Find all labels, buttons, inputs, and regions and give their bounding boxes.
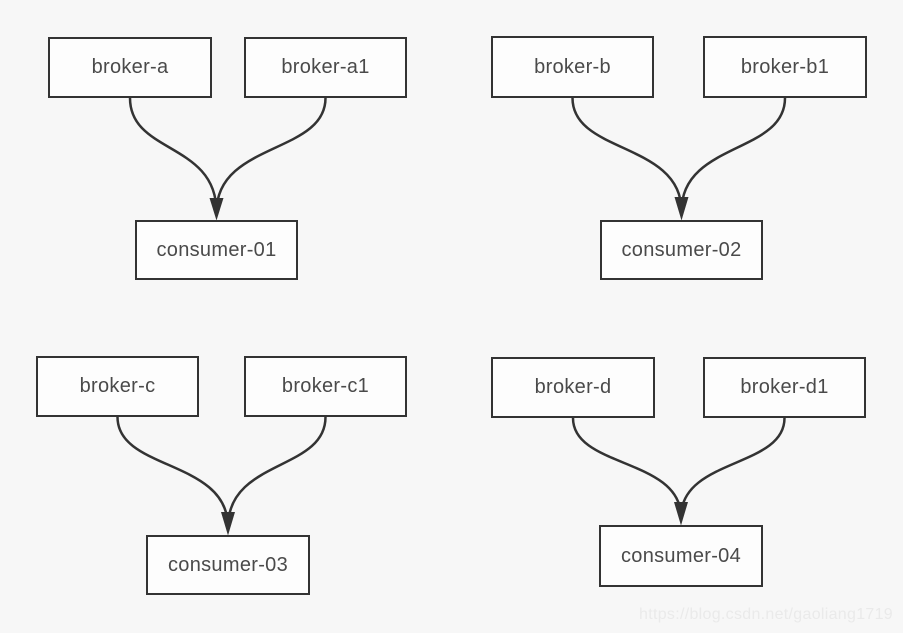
node-broker-d[interactable]: broker-d bbox=[491, 357, 655, 418]
node-broker-c[interactable]: broker-c bbox=[36, 356, 199, 417]
edge-broker-a-to-consumer-01 bbox=[128, 96, 218, 214]
node-label: broker-d1 bbox=[740, 376, 829, 398]
node-label: broker-c1 bbox=[281, 375, 370, 397]
node-broker-c1[interactable]: broker-c1 bbox=[244, 356, 407, 417]
node-label: broker-c bbox=[79, 375, 156, 397]
node-label: broker-b bbox=[534, 55, 611, 78]
node-broker-a1[interactable]: broker-a1 bbox=[244, 37, 407, 98]
edge-broker-c-to-consumer-03 bbox=[116, 415, 230, 529]
node-consumer-02[interactable]: consumer-02 bbox=[600, 220, 763, 280]
node-broker-b1[interactable]: broker-b1 bbox=[703, 36, 867, 98]
watermark: https://blog.csdn.net/gaoliang1719 bbox=[639, 606, 893, 623]
arrowhead-consumer-02 bbox=[674, 197, 689, 221]
node-label: broker-b1 bbox=[740, 55, 830, 78]
node-label: consumer-02 bbox=[621, 238, 742, 261]
node-broker-b[interactable]: broker-b bbox=[491, 36, 654, 98]
node-label: broker-d bbox=[534, 376, 612, 398]
node-label: broker-a1 bbox=[281, 56, 370, 78]
node-consumer-04[interactable]: consumer-04 bbox=[599, 525, 763, 587]
node-broker-a[interactable]: broker-a bbox=[48, 37, 212, 98]
edge-broker-c1-to-consumer-03 bbox=[226, 415, 327, 529]
edge-broker-b-to-consumer-02 bbox=[571, 96, 683, 213]
node-broker-d1[interactable]: broker-d1 bbox=[703, 357, 866, 418]
arrowhead-consumer-03 bbox=[221, 512, 235, 536]
node-consumer-01[interactable]: consumer-01 bbox=[135, 220, 298, 280]
edge-broker-d1-to-consumer-04 bbox=[679, 416, 786, 519]
edge-broker-d-to-consumer-04 bbox=[571, 416, 683, 519]
node-label: consumer-04 bbox=[620, 544, 742, 567]
node-label: broker-a bbox=[91, 56, 169, 78]
node-consumer-03[interactable]: consumer-03 bbox=[146, 535, 310, 595]
node-label: consumer-01 bbox=[156, 238, 277, 261]
arrowhead-consumer-04 bbox=[674, 502, 688, 526]
edge-broker-b1-to-consumer-02 bbox=[680, 96, 787, 213]
arrowhead-consumer-01 bbox=[209, 198, 224, 221]
node-label: consumer-03 bbox=[167, 553, 289, 576]
edge-broker-a1-to-consumer-01 bbox=[215, 96, 327, 214]
